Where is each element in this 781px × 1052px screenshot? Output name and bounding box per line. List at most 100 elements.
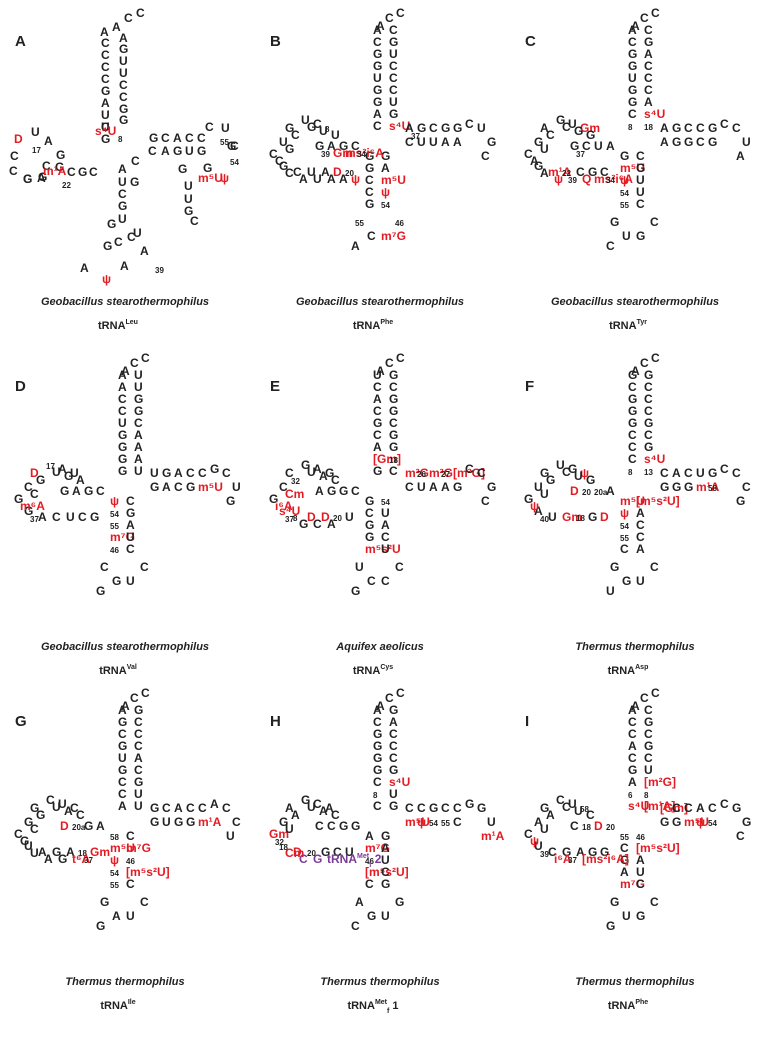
nucleotide: G: [586, 473, 595, 487]
nucleotide: G: [636, 909, 645, 923]
nucleotide: G: [644, 35, 653, 49]
nucleotide: A: [376, 364, 385, 378]
nucleotide: A: [66, 845, 75, 859]
modified-nucleotide: m⁷G: [381, 229, 406, 243]
nucleotide: A: [134, 440, 143, 454]
nucleotide: U: [134, 787, 143, 801]
nucleotide: C: [640, 691, 649, 705]
nucleotide: C: [367, 574, 376, 588]
nucleotide: U: [389, 787, 398, 801]
position-number: 8: [373, 791, 378, 800]
nucleotide: C: [134, 727, 143, 741]
nucleotide: G: [119, 42, 128, 56]
nucleotide: G: [52, 845, 61, 859]
nucleotide: U: [24, 839, 33, 853]
nucleotide: C: [333, 845, 342, 859]
position-number: 54: [110, 510, 119, 519]
nucleotide: C: [395, 560, 404, 574]
nucleotide: G: [118, 763, 127, 777]
nucleotide: C: [10, 149, 19, 163]
nucleotide: A: [631, 364, 640, 378]
nucleotide: C: [381, 574, 390, 588]
nucleotide: U: [185, 144, 194, 158]
nucleotide: G: [453, 121, 462, 135]
panel-letter: D: [15, 378, 26, 395]
nucleotide: G: [487, 480, 496, 494]
nucleotide: A: [118, 799, 127, 813]
nucleotide: G: [60, 484, 69, 498]
nucleotide: G: [540, 801, 549, 815]
nucleotide: U: [126, 909, 135, 923]
nucleotide: C: [620, 542, 629, 556]
modified-nucleotide: [m⁵s²U]: [126, 865, 170, 879]
modified-nucleotide: Gm: [580, 121, 600, 135]
nucleotide: C: [628, 107, 637, 121]
nucleotide: G: [620, 853, 629, 867]
nucleotide: A: [96, 819, 105, 833]
nucleotide: A: [429, 480, 438, 494]
nucleotide: C: [405, 480, 414, 494]
nucleotide: C: [232, 815, 241, 829]
nucleotide: C: [131, 154, 140, 168]
nucleotide: A: [321, 165, 330, 179]
modified-nucleotide: m⁵U: [684, 815, 709, 829]
nucleotide: C: [651, 6, 660, 20]
nucleotide: G: [38, 170, 47, 184]
nucleotide: G: [162, 466, 171, 480]
position-number: 18: [576, 514, 585, 523]
organism-caption: Thermus thermophilus: [320, 976, 439, 988]
modified-nucleotide: s⁴U: [95, 124, 116, 138]
nucleotide: C: [720, 797, 729, 811]
nucleotide: A: [373, 440, 382, 454]
nucleotide: U: [66, 510, 75, 524]
modified-nucleotide: ψ: [530, 499, 539, 513]
nucleotide: U: [606, 584, 615, 598]
nucleotide: G: [373, 47, 382, 61]
nucleotide: U: [101, 108, 110, 122]
nucleotide: C: [389, 71, 398, 85]
nucleotide: C: [186, 466, 195, 480]
position-number: 54: [230, 158, 239, 167]
nucleotide: A: [441, 135, 450, 149]
nucleotide: C: [429, 121, 438, 135]
nucleotide: G: [534, 159, 543, 173]
position-number: 8: [628, 468, 633, 477]
position-number: 39: [155, 266, 164, 275]
nucleotide: C: [140, 895, 149, 909]
nucleotide: A: [736, 149, 745, 163]
nucleotide: C: [96, 484, 105, 498]
nucleotide: G: [78, 165, 87, 179]
nucleotide: C: [78, 510, 87, 524]
nucleotide: G: [365, 494, 374, 508]
modified-nucleotide: m⁵U: [110, 841, 135, 855]
position-number: 54: [381, 498, 390, 507]
position-number: 39: [540, 850, 549, 859]
panel-letter: A: [15, 33, 26, 50]
nucleotide: U: [307, 800, 316, 814]
nucleotide: C: [42, 159, 51, 173]
modified-nucleotide: D: [307, 510, 316, 524]
nucleotide: A: [210, 797, 219, 811]
nucleotide: C: [453, 801, 462, 815]
nucleotide: A: [373, 392, 382, 406]
nucleotide: A: [121, 699, 130, 713]
nucleotide: C: [644, 751, 653, 765]
nucleotide: U: [540, 142, 549, 156]
nucleotide: U: [628, 71, 637, 85]
nucleotide: A: [134, 452, 143, 466]
modified-nucleotide: m⁵U: [405, 815, 430, 829]
nucleotide: A: [118, 703, 127, 717]
position-number: 22: [562, 169, 571, 178]
nucleotide: U: [622, 909, 631, 923]
position-number: 17: [46, 462, 55, 471]
modified-nucleotide: D: [594, 819, 603, 833]
nucleotide: G: [628, 59, 637, 73]
trna-label: tRNATyr: [609, 319, 647, 332]
position-number: 18: [644, 123, 653, 132]
nucleotide: C: [52, 510, 61, 524]
nucleotide: A: [631, 19, 640, 33]
nucleotide: U: [540, 822, 549, 836]
nucleotide: G: [56, 148, 65, 162]
nucleotide: A: [134, 751, 143, 765]
